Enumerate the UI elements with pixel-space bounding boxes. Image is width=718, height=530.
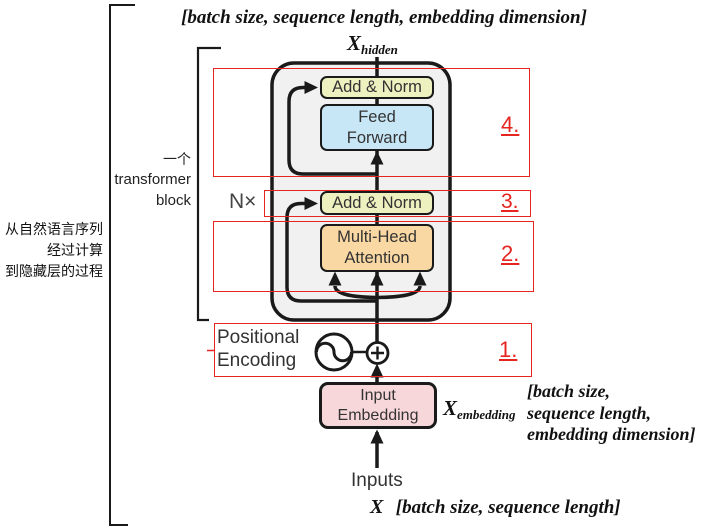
sine-wave-icon [314, 332, 354, 372]
x-hidden-sub: hidden [361, 42, 398, 57]
annotation-box-step1 [214, 323, 532, 377]
arrowhead-into-embedding-icon [370, 429, 384, 444]
feed-forward-label-line1: Feed [358, 107, 396, 126]
positional-encoding-line1: Positional [217, 327, 300, 348]
step1-label: 1. [499, 337, 518, 362]
step2-label: 2. [501, 241, 520, 266]
step3-label: 3. [501, 190, 519, 213]
process-caption-line2: 经过计算 [47, 242, 103, 258]
x-hidden-var: X [347, 31, 362, 55]
annotation-box-step2 [213, 221, 534, 292]
attention-label-line1: Multi-Head [337, 228, 417, 246]
fork-left-line [333, 285, 378, 300]
process-caption: 从自然语言序列 经过计算 到隐藏层的过程 [0, 219, 103, 282]
x-embedding-label: Xembedding [443, 396, 516, 423]
hidden-shape-label: [batch size, sequence length, embedding … [181, 7, 587, 28]
block-caption-cn: 一个 [163, 151, 191, 167]
inputs-label: Inputs [351, 470, 403, 491]
x-hidden-label: Xhidden [347, 31, 398, 58]
residual-loop-feedforward [287, 85, 377, 176]
residual-loop-attention [285, 201, 377, 303]
attention-label-line2: Attention [344, 249, 410, 267]
arrowhead-fork-center-icon [370, 271, 384, 286]
x-embedding-sub: embedding [457, 407, 516, 422]
input-embedding-box: Input Embedding [319, 382, 437, 429]
add-norm-mid-label: Add & Norm [332, 193, 422, 212]
block-caption: 一个 transformer block [71, 149, 191, 211]
inputs-shape: [batch size, sequence length] [395, 497, 621, 518]
arrowhead-into-add-icon [370, 363, 384, 378]
fork-right-line [376, 285, 422, 300]
multi-head-attention-box: Multi-Head Attention [320, 224, 434, 272]
inputs-shape-label: X [batch size, sequence length] [370, 496, 621, 519]
feed-forward-label-line2: Forward [346, 128, 408, 147]
embedding-shape-label: [batch size, sequence length, embedding … [527, 381, 696, 446]
plus-circle-icon [365, 341, 390, 365]
add-norm-top-box: Add & Norm [320, 76, 434, 99]
embedding-shape-line3: embedding dimension] [527, 424, 696, 444]
annotation-box-step4 [213, 68, 530, 177]
arrowhead-fork-left-icon [328, 271, 342, 286]
repeat-count-label: N× [229, 190, 257, 213]
positional-encoding-line2: Encoding [217, 350, 297, 371]
block-caption-en1: transformer [114, 171, 191, 188]
arrowhead-fork-right-icon [413, 271, 427, 286]
input-embedding-label-line2: Embedding [337, 406, 419, 424]
add-norm-top-label: Add & Norm [332, 78, 422, 96]
arrowhead-into-feedforward-icon [370, 151, 384, 165]
outer-bracket [109, 4, 135, 526]
embedding-shape-line1: [batch size, [527, 381, 610, 401]
inputs-var: X [370, 496, 384, 518]
add-norm-mid-box: Add & Norm [320, 191, 434, 215]
embedding-shape-line2: sequence length, [527, 402, 651, 423]
step4-label: 4. [501, 112, 520, 137]
positional-encoding-label: Positional Encoding [217, 326, 299, 372]
arrowhead-residual-mid-icon [304, 197, 318, 210]
transformer-block-bracket [196, 46, 221, 322]
process-caption-line3: 到隐藏层的过程 [5, 263, 103, 279]
process-caption-line1: 从自然语言序列 [5, 221, 103, 237]
input-embedding-label-line1: Input [360, 386, 396, 404]
annotation-box-step3 [264, 190, 531, 217]
block-caption-en2: block [155, 192, 191, 209]
x-embedding-var: X [443, 396, 458, 420]
feed-forward-box: Feed Forward [320, 104, 434, 151]
arrowhead-residual-top-icon [304, 81, 318, 94]
